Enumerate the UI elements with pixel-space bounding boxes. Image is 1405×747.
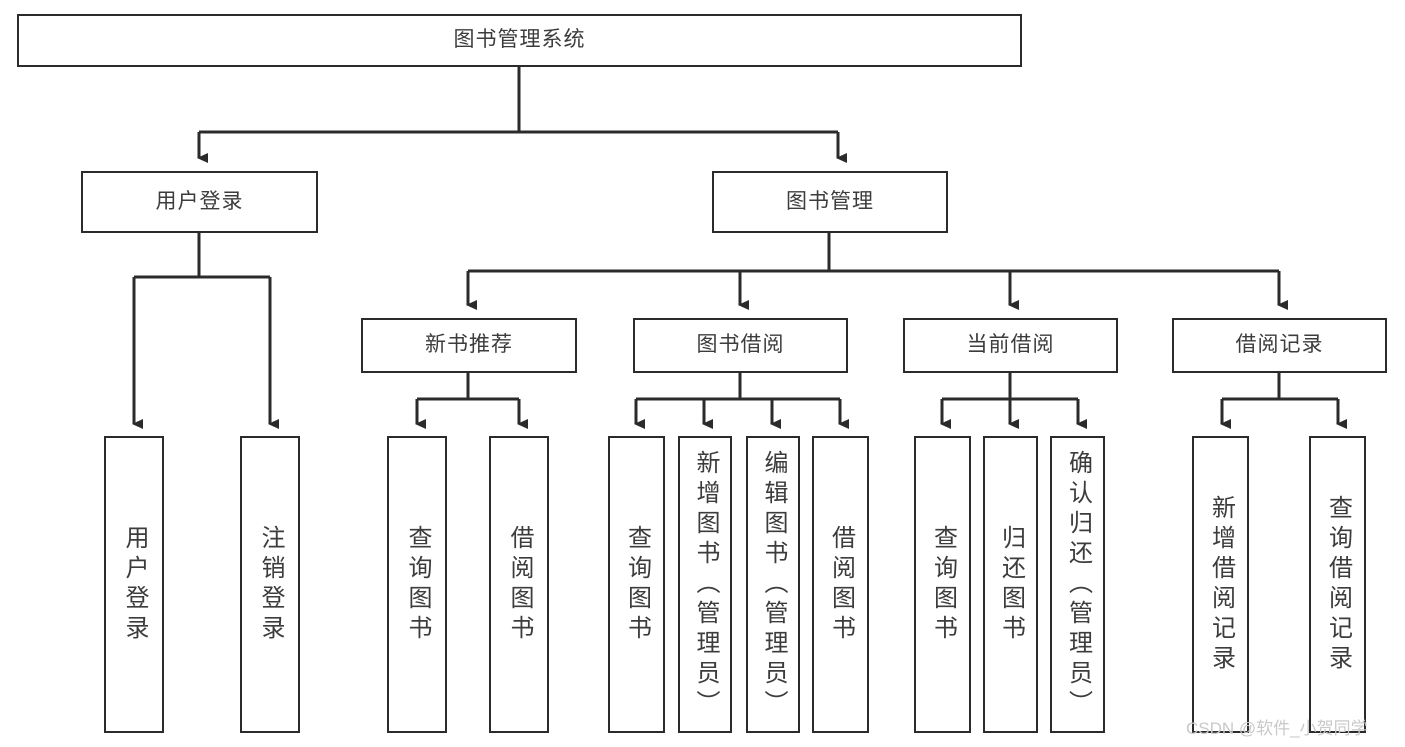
node-label: 借阅图书 <box>506 524 533 645</box>
node-label: 新增借阅记录 <box>1207 494 1235 675</box>
node-label: 图书借阅 <box>696 333 785 357</box>
node-label: 用户登录 <box>155 189 244 213</box>
node-label: 查询图书 <box>623 524 651 645</box>
leaf-return-book[interactable]: 归还图书 <box>983 436 1038 733</box>
node-label: 图书管理 <box>786 189 874 213</box>
node-label: 确认归还（管理员） <box>1064 449 1092 720</box>
node-label: 新增图书（管理员） <box>692 449 719 720</box>
node-new-book-recommend[interactable]: 新书推荐 <box>361 318 577 373</box>
node-label: 查询图书 <box>404 524 431 645</box>
node-label: 当前借阅 <box>966 333 1055 357</box>
node-label: 查询借阅记录 <box>1324 494 1352 675</box>
node-borrow-record[interactable]: 借阅记录 <box>1172 318 1387 373</box>
node-label: 新书推荐 <box>425 333 513 357</box>
leaf-query-book-current[interactable]: 查询图书 <box>914 436 971 733</box>
leaf-query-book-recommend[interactable]: 查询图书 <box>387 436 447 733</box>
node-label: 编辑图书（管理员） <box>760 449 787 720</box>
leaf-user-logout[interactable]: 注销登录 <box>240 436 300 733</box>
leaf-query-book-borrow[interactable]: 查询图书 <box>608 436 665 733</box>
leaf-add-book-admin[interactable]: 新增图书（管理员） <box>678 436 732 733</box>
node-label: 注销登录 <box>257 524 284 645</box>
node-book-management[interactable]: 图书管理 <box>712 171 948 233</box>
node-label: 借阅记录 <box>1235 333 1324 357</box>
leaf-borrow-book[interactable]: 借阅图书 <box>812 436 869 733</box>
csdn-watermark: CSDN @软件_小贺同学 <box>1186 719 1368 738</box>
leaf-query-borrow-record[interactable]: 查询借阅记录 <box>1309 436 1366 733</box>
node-user-login[interactable]: 用户登录 <box>81 171 318 233</box>
leaf-confirm-return-admin[interactable]: 确认归还（管理员） <box>1050 436 1105 733</box>
leaf-add-borrow-record[interactable]: 新增借阅记录 <box>1192 436 1249 733</box>
leaf-user-login[interactable]: 用户登录 <box>104 436 164 733</box>
node-label: 图书管理系统 <box>453 28 586 52</box>
node-label: 归还图书 <box>997 524 1025 645</box>
node-label: 查询图书 <box>929 524 957 645</box>
node-book-borrow[interactable]: 图书借阅 <box>633 318 848 373</box>
leaf-borrow-book-recommend[interactable]: 借阅图书 <box>489 436 549 733</box>
node-root-system[interactable]: 图书管理系统 <box>17 14 1022 67</box>
leaf-edit-book-admin[interactable]: 编辑图书（管理员） <box>746 436 800 733</box>
node-label: 借阅图书 <box>827 524 855 645</box>
node-current-borrow[interactable]: 当前借阅 <box>903 318 1118 373</box>
node-label: 用户登录 <box>121 524 148 645</box>
